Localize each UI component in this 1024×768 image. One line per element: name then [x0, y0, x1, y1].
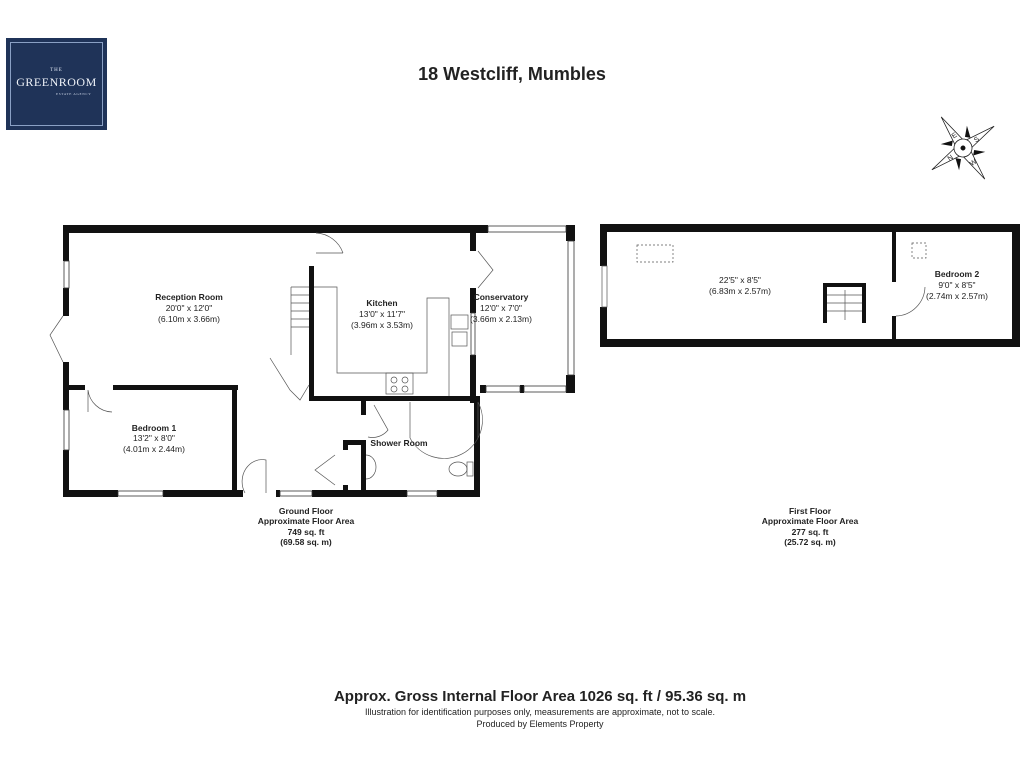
ground-floor-walls — [63, 225, 575, 497]
first-floor-label: First Floor — [789, 506, 832, 516]
logo-subtitle: ESTATE AGENCY — [56, 92, 92, 96]
ground-floor-area-sqft: 749 sq. ft — [288, 527, 325, 537]
first-floor-area-label: Approximate Floor Area — [762, 516, 859, 526]
ground-floor-area-sqm: (69.58 sq. m) — [280, 537, 332, 547]
bedroom-1-imperial: 13'2" x 8'0" — [133, 433, 175, 443]
bedroom-2-name: Bedroom 2 — [935, 269, 980, 279]
conservatory-name: Conservatory — [474, 292, 529, 302]
ground-floor-area-label: Approximate Floor Area — [258, 516, 355, 526]
compass-label-s: S — [973, 136, 981, 145]
reception-room-name: Reception Room — [155, 292, 223, 302]
compass-label-n: N — [947, 154, 955, 163]
first-floor-walls — [600, 224, 1020, 347]
compass-label-e: E — [951, 132, 959, 141]
producer: Produced by Elements Property — [476, 719, 604, 729]
bedroom-1-name: Bedroom 1 — [132, 423, 177, 433]
bedroom-2-imperial: 9'0" x 8'5" — [938, 280, 975, 290]
logo-the: THE — [50, 68, 63, 73]
compass-label-w: W — [969, 158, 979, 168]
disclaimer: Illustration for identification purposes… — [364, 707, 715, 717]
bedroom-1-metric: (4.01m x 2.44m) — [123, 444, 185, 454]
shower-room-name: Shower Room — [370, 438, 428, 448]
first-floor-labels: 22'5" x 8'5" (6.83m x 2.57m) Bedroom 2 9… — [709, 269, 988, 547]
conservatory-imperial: 12'0" x 7'0" — [480, 303, 522, 313]
kitchen-name: Kitchen — [366, 298, 397, 308]
first-floor-area-sqft: 277 sq. ft — [792, 527, 829, 537]
ground-floor-fixtures — [49, 232, 494, 494]
logo-name: GREENROOM — [16, 75, 97, 89]
kitchen-metric: (3.96m x 3.53m) — [351, 320, 413, 330]
first-floor-area-sqm: (25.72 sq. m) — [784, 537, 836, 547]
landing-imperial: 22'5" x 8'5" — [719, 275, 761, 285]
kitchen-imperial: 13'0" x 11'7" — [359, 309, 405, 319]
landing-metric: (6.83m x 2.57m) — [709, 286, 771, 296]
bedroom-2-metric: (2.74m x 2.57m) — [926, 291, 988, 301]
ground-floor-windows — [63, 225, 575, 497]
gross-area: Approx. Gross Internal Floor Area 1026 s… — [333, 688, 747, 705]
property-title: 18 Westcliff, Mumbles — [418, 64, 606, 84]
compass-rose-icon: E S W N — [931, 116, 995, 180]
reception-room-imperial: 20'0" x 12'0" — [166, 303, 213, 313]
agency-logo: THE GREENROOM ESTATE AGENCY — [6, 38, 107, 130]
reception-room-metric: (6.10m x 3.66m) — [158, 314, 220, 324]
conservatory-metric: (3.66m x 2.13m) — [470, 314, 532, 324]
ground-floor-labels: Reception Room 20'0" x 12'0" (6.10m x 3.… — [123, 292, 532, 547]
first-floor-fixtures — [601, 242, 927, 320]
ground-floor-label: Ground Floor — [279, 506, 334, 516]
